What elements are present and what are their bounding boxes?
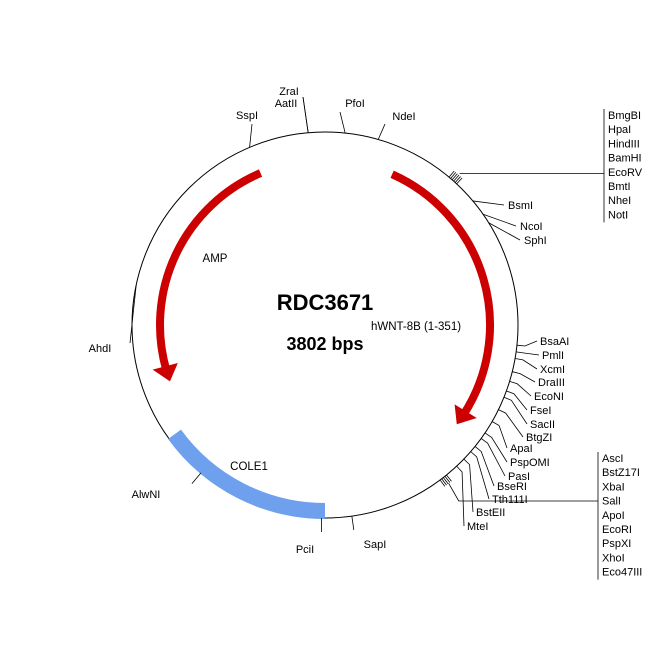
plasmid-name: RDC3671 <box>277 290 374 315</box>
site-leader-mtei <box>456 465 465 527</box>
site-leader-xcmi <box>514 358 538 370</box>
site-label-noti: NotI <box>608 209 628 221</box>
feature-arrow-hwnt-8b-1-351 <box>390 170 494 418</box>
site-label-aatii: AatII <box>275 98 298 110</box>
site-label-apoi: ApoI <box>602 510 625 522</box>
site-leader-bsteii <box>463 458 474 513</box>
site-leader-sapi <box>351 516 355 531</box>
site-label-ahdi: AhdI <box>89 343 112 355</box>
features-layer <box>152 169 494 519</box>
mcs-top-tick <box>450 172 457 179</box>
site-label-asci: AscI <box>602 453 623 465</box>
feature-arrowhead-hwnt-8b-1-351 <box>454 404 477 425</box>
site-leader-fsei <box>506 390 528 411</box>
site-label-bsaai: BsaAI <box>540 336 569 348</box>
mcs-top-tick <box>454 176 461 183</box>
mcs-bottom-tick <box>444 476 451 483</box>
site-leader-aatii <box>302 96 309 133</box>
site-leader-sacii <box>503 396 528 425</box>
site-label-sali: SalI <box>602 496 621 508</box>
site-label-pspomi: PspOMI <box>510 457 550 469</box>
site-label-zrai: ZraI <box>279 86 299 98</box>
site-label-tth111i: Tth111I <box>492 494 528 506</box>
site-label-sacii: SacII <box>530 419 555 431</box>
site-label-btgzi: BtgZI <box>526 432 552 444</box>
mcs-top-tick <box>453 174 460 182</box>
site-label-apai: ApaI <box>510 443 533 455</box>
mcs-top-tick <box>456 177 463 185</box>
mcs-bottom-leader <box>448 483 598 502</box>
site-label-xbai: XbaI <box>602 481 625 493</box>
mcs-top-tick <box>448 170 455 178</box>
feature-label-amp: AMP <box>203 253 228 265</box>
site-label-alwni: AlwNI <box>132 489 161 501</box>
site-label-fsei: FseI <box>530 405 551 417</box>
site-label-nhei: NheI <box>608 195 631 207</box>
site-leader-bsmi <box>472 200 505 206</box>
site-label-pasi: PasI <box>508 471 530 483</box>
site-label-bmgbi: BmgBI <box>608 110 641 122</box>
site-label-bamhi: BamHI <box>608 153 642 165</box>
site-leader-ahdi <box>129 284 137 344</box>
site-label-pspxi: PspXI <box>602 538 631 550</box>
site-label-ecori: EcoRI <box>602 524 632 536</box>
site-leader-bsaai <box>516 340 538 347</box>
site-label-hindiii: HindIII <box>608 138 640 150</box>
feature-arrow-amp <box>156 169 263 372</box>
feature-arrowhead-amp <box>152 363 178 382</box>
site-leader-sphi <box>488 222 521 241</box>
mcs-bottom-tick <box>446 474 452 482</box>
site-label-ecorv: EcoRV <box>608 167 643 179</box>
site-leader-econi <box>509 381 532 397</box>
plasmid-size: 3802 bps <box>286 334 363 354</box>
site-label-mtei: MteI <box>467 521 488 533</box>
mcs-bottom-tick <box>442 477 449 485</box>
site-label-eco47iii: Eco47III <box>602 567 642 579</box>
site-leader-pspomi <box>484 432 508 463</box>
site-leader-alwni <box>191 472 202 484</box>
site-label-ndei: NdeI <box>392 111 415 123</box>
site-label-pmli: PmlI <box>542 350 564 362</box>
site-label-sapi: SapI <box>364 539 387 551</box>
site-leader-pfoi <box>339 111 346 134</box>
site-label-hpai: HpaI <box>608 124 631 136</box>
site-leader-pmli <box>516 351 540 356</box>
mcs-bottom-tick <box>439 479 446 487</box>
site-leader-tth111i <box>470 451 490 500</box>
site-label-xhoi: XhoI <box>602 552 625 564</box>
site-label-bstz17i: BstZ17I <box>602 467 640 479</box>
site-label-ncoi: NcoI <box>520 221 543 233</box>
mcs-top-tick <box>451 173 458 181</box>
feature-label-hwnt8b: hWNT-8B (1-351) <box>371 321 461 333</box>
site-label-econi: EcoNI <box>534 391 564 403</box>
site-leader-bseri <box>474 446 495 487</box>
site-label-pfoi: PfoI <box>345 98 365 110</box>
site-leader-sspi <box>249 123 253 148</box>
site-leader-apai <box>491 421 508 449</box>
site-label-pcii: PciI <box>296 544 314 556</box>
site-label-bsmi: BsmI <box>508 200 533 212</box>
mcs-bottom-tick <box>441 478 447 486</box>
feature-label-cole1: COLE1 <box>230 461 268 473</box>
site-label-bseri: BseRI <box>497 481 527 493</box>
site-leader-ndei <box>377 123 386 140</box>
feature-block-cole1 <box>168 429 326 519</box>
site-leader-ncoi <box>482 213 517 227</box>
site-label-sphi: SphI <box>524 235 547 247</box>
site-label-bsteii: BstEII <box>476 507 505 519</box>
site-leader-draiii <box>512 371 536 383</box>
site-label-draiii: DraIII <box>538 377 565 389</box>
site-leader-pasi <box>480 438 506 477</box>
site-leader-btgzi <box>498 409 524 438</box>
site-label-sspi: SspI <box>236 110 258 122</box>
site-label-xcmi: XcmI <box>540 364 565 376</box>
site-label-bmti: BmtI <box>608 181 631 193</box>
